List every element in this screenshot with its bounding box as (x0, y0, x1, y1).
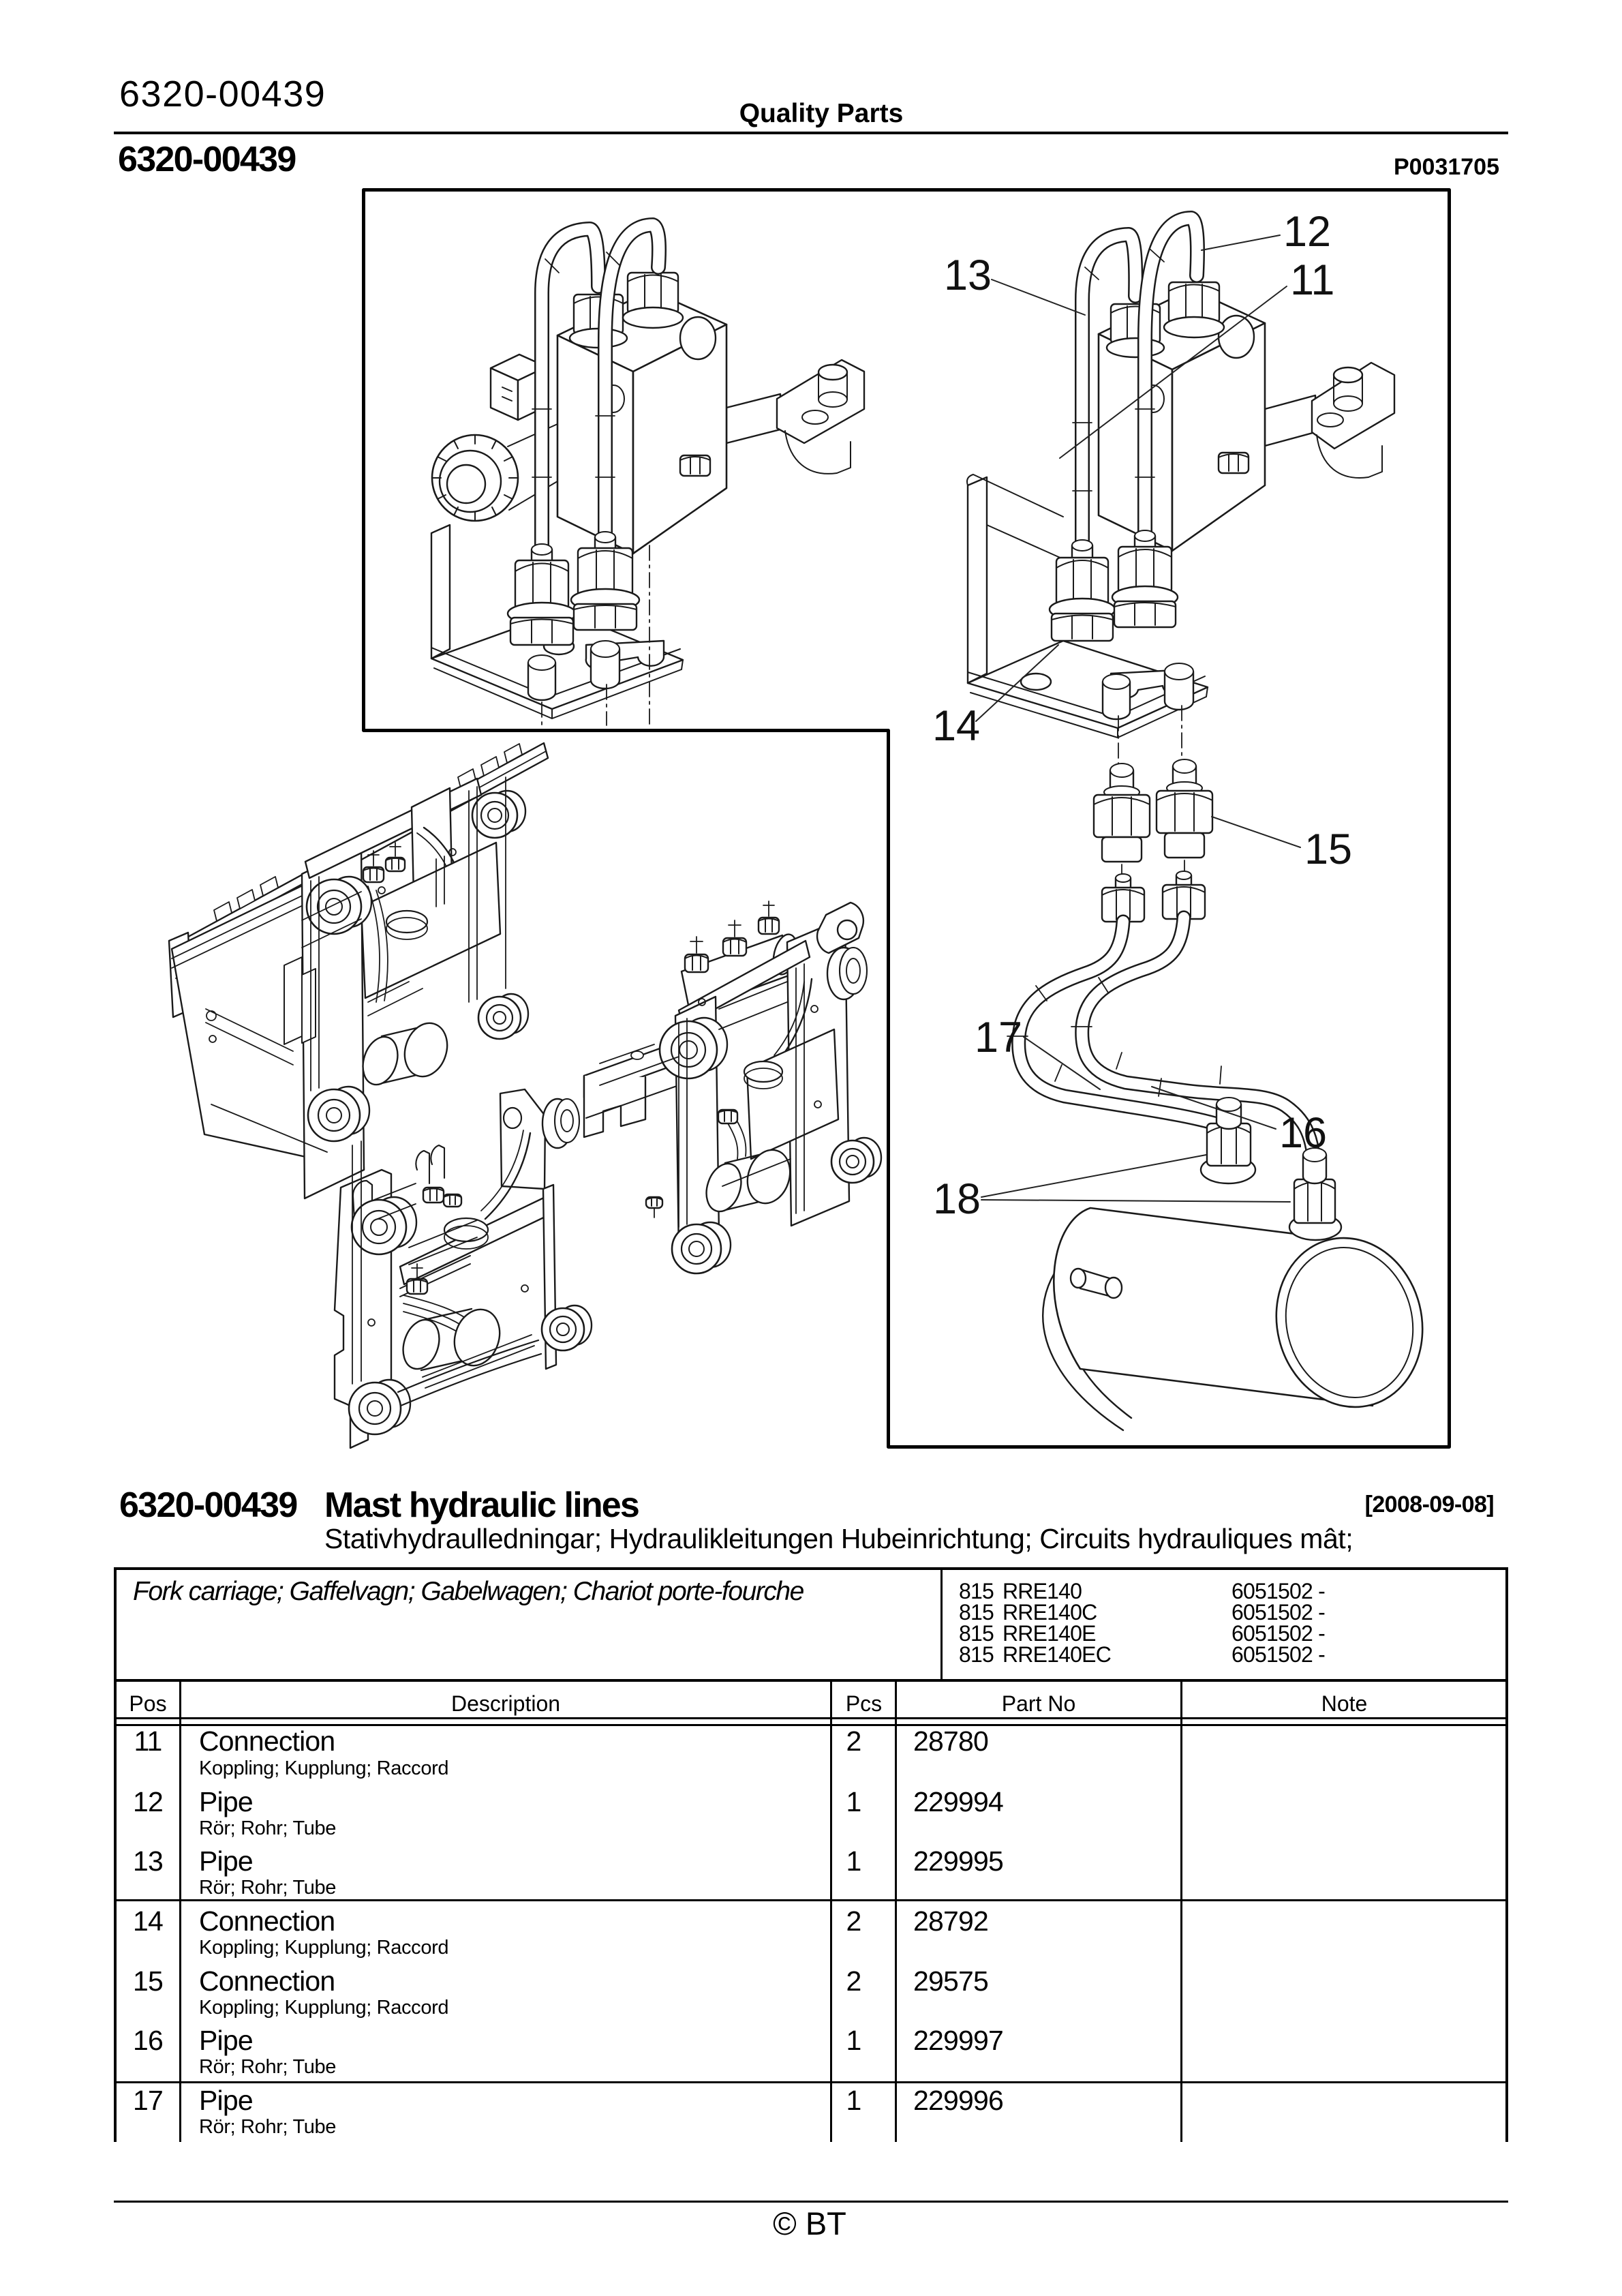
svg-text:18: 18 (933, 1175, 981, 1223)
svg-text:11: 11 (1290, 256, 1334, 304)
svg-text:13: 13 (944, 252, 992, 299)
svg-text:12: 12 (1283, 208, 1331, 256)
svg-text:15: 15 (1304, 826, 1352, 873)
svg-text:17: 17 (975, 1014, 1022, 1061)
svg-text:14: 14 (932, 702, 980, 750)
svg-text:16: 16 (1279, 1109, 1327, 1157)
